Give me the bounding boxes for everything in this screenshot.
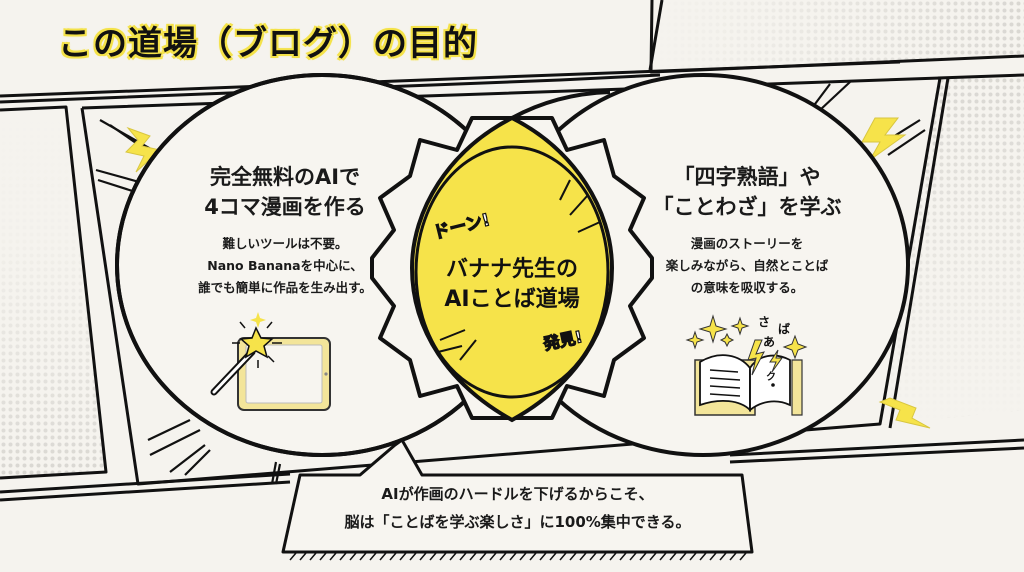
left-body-line: 誰でも簡単に作品を生み出す。 [198,280,372,295]
center-title-line: バナナ先生の [445,257,578,282]
right-body: 漫画のストーリーを 楽しみながら、自然とことば の意味を吸収する。 [622,233,872,299]
left-body-line: 難しいツールは不要。 [222,236,348,251]
left-heading-line: 完全無料のAIで [209,165,361,189]
right-heading-line: 「四字熟語」や [673,165,821,189]
left-body: 難しいツールは不要。 Nano Bananaを中心に、 誰でも簡単に作品を生み出… [160,233,410,299]
lightning-icon [861,117,907,161]
bottom-speech-bubble: AIが作画のハードルを下げるからこそ、 脳は「ことばを学ぶ楽しさ」に100%集中… [290,480,745,536]
floating-kana: あ [763,335,776,349]
floating-kana: ば [778,322,791,336]
floating-kana: さ [758,315,771,329]
floating-kana: ク [766,372,776,383]
right-body-line: 楽しみながら、自然とことば [665,258,829,273]
center-title-line: AIことば道場 [444,287,580,312]
magic-wand-tablet-icon [210,312,331,411]
left-body-line: Nano Bananaを中心に、 [207,258,363,273]
left-heading-line: 4コマ漫画を作る [204,195,366,219]
left-heading: 完全無料のAIで 4コマ漫画を作る [170,162,400,222]
right-heading: 「四字熟語」や 「ことわざ」を学ぶ [632,162,862,222]
right-heading-line: 「ことわざ」を学ぶ [652,195,842,219]
right-body-line: の意味を吸収する。 [690,280,804,295]
page-title: この道場（ブログ）の目的 [58,24,478,64]
lightning-icon [125,126,162,173]
bubble-line: 脳は「ことばを学ぶ楽しさ」に100%集中できる。 [344,513,691,531]
right-body-line: 漫画のストーリーを [690,236,804,251]
bubble-line: AIが作画のハードルを下げるからこそ、 [381,485,654,503]
open-book-sparkles-icon [685,314,808,416]
center-title: バナナ先生の AIことば道場 [412,255,612,315]
